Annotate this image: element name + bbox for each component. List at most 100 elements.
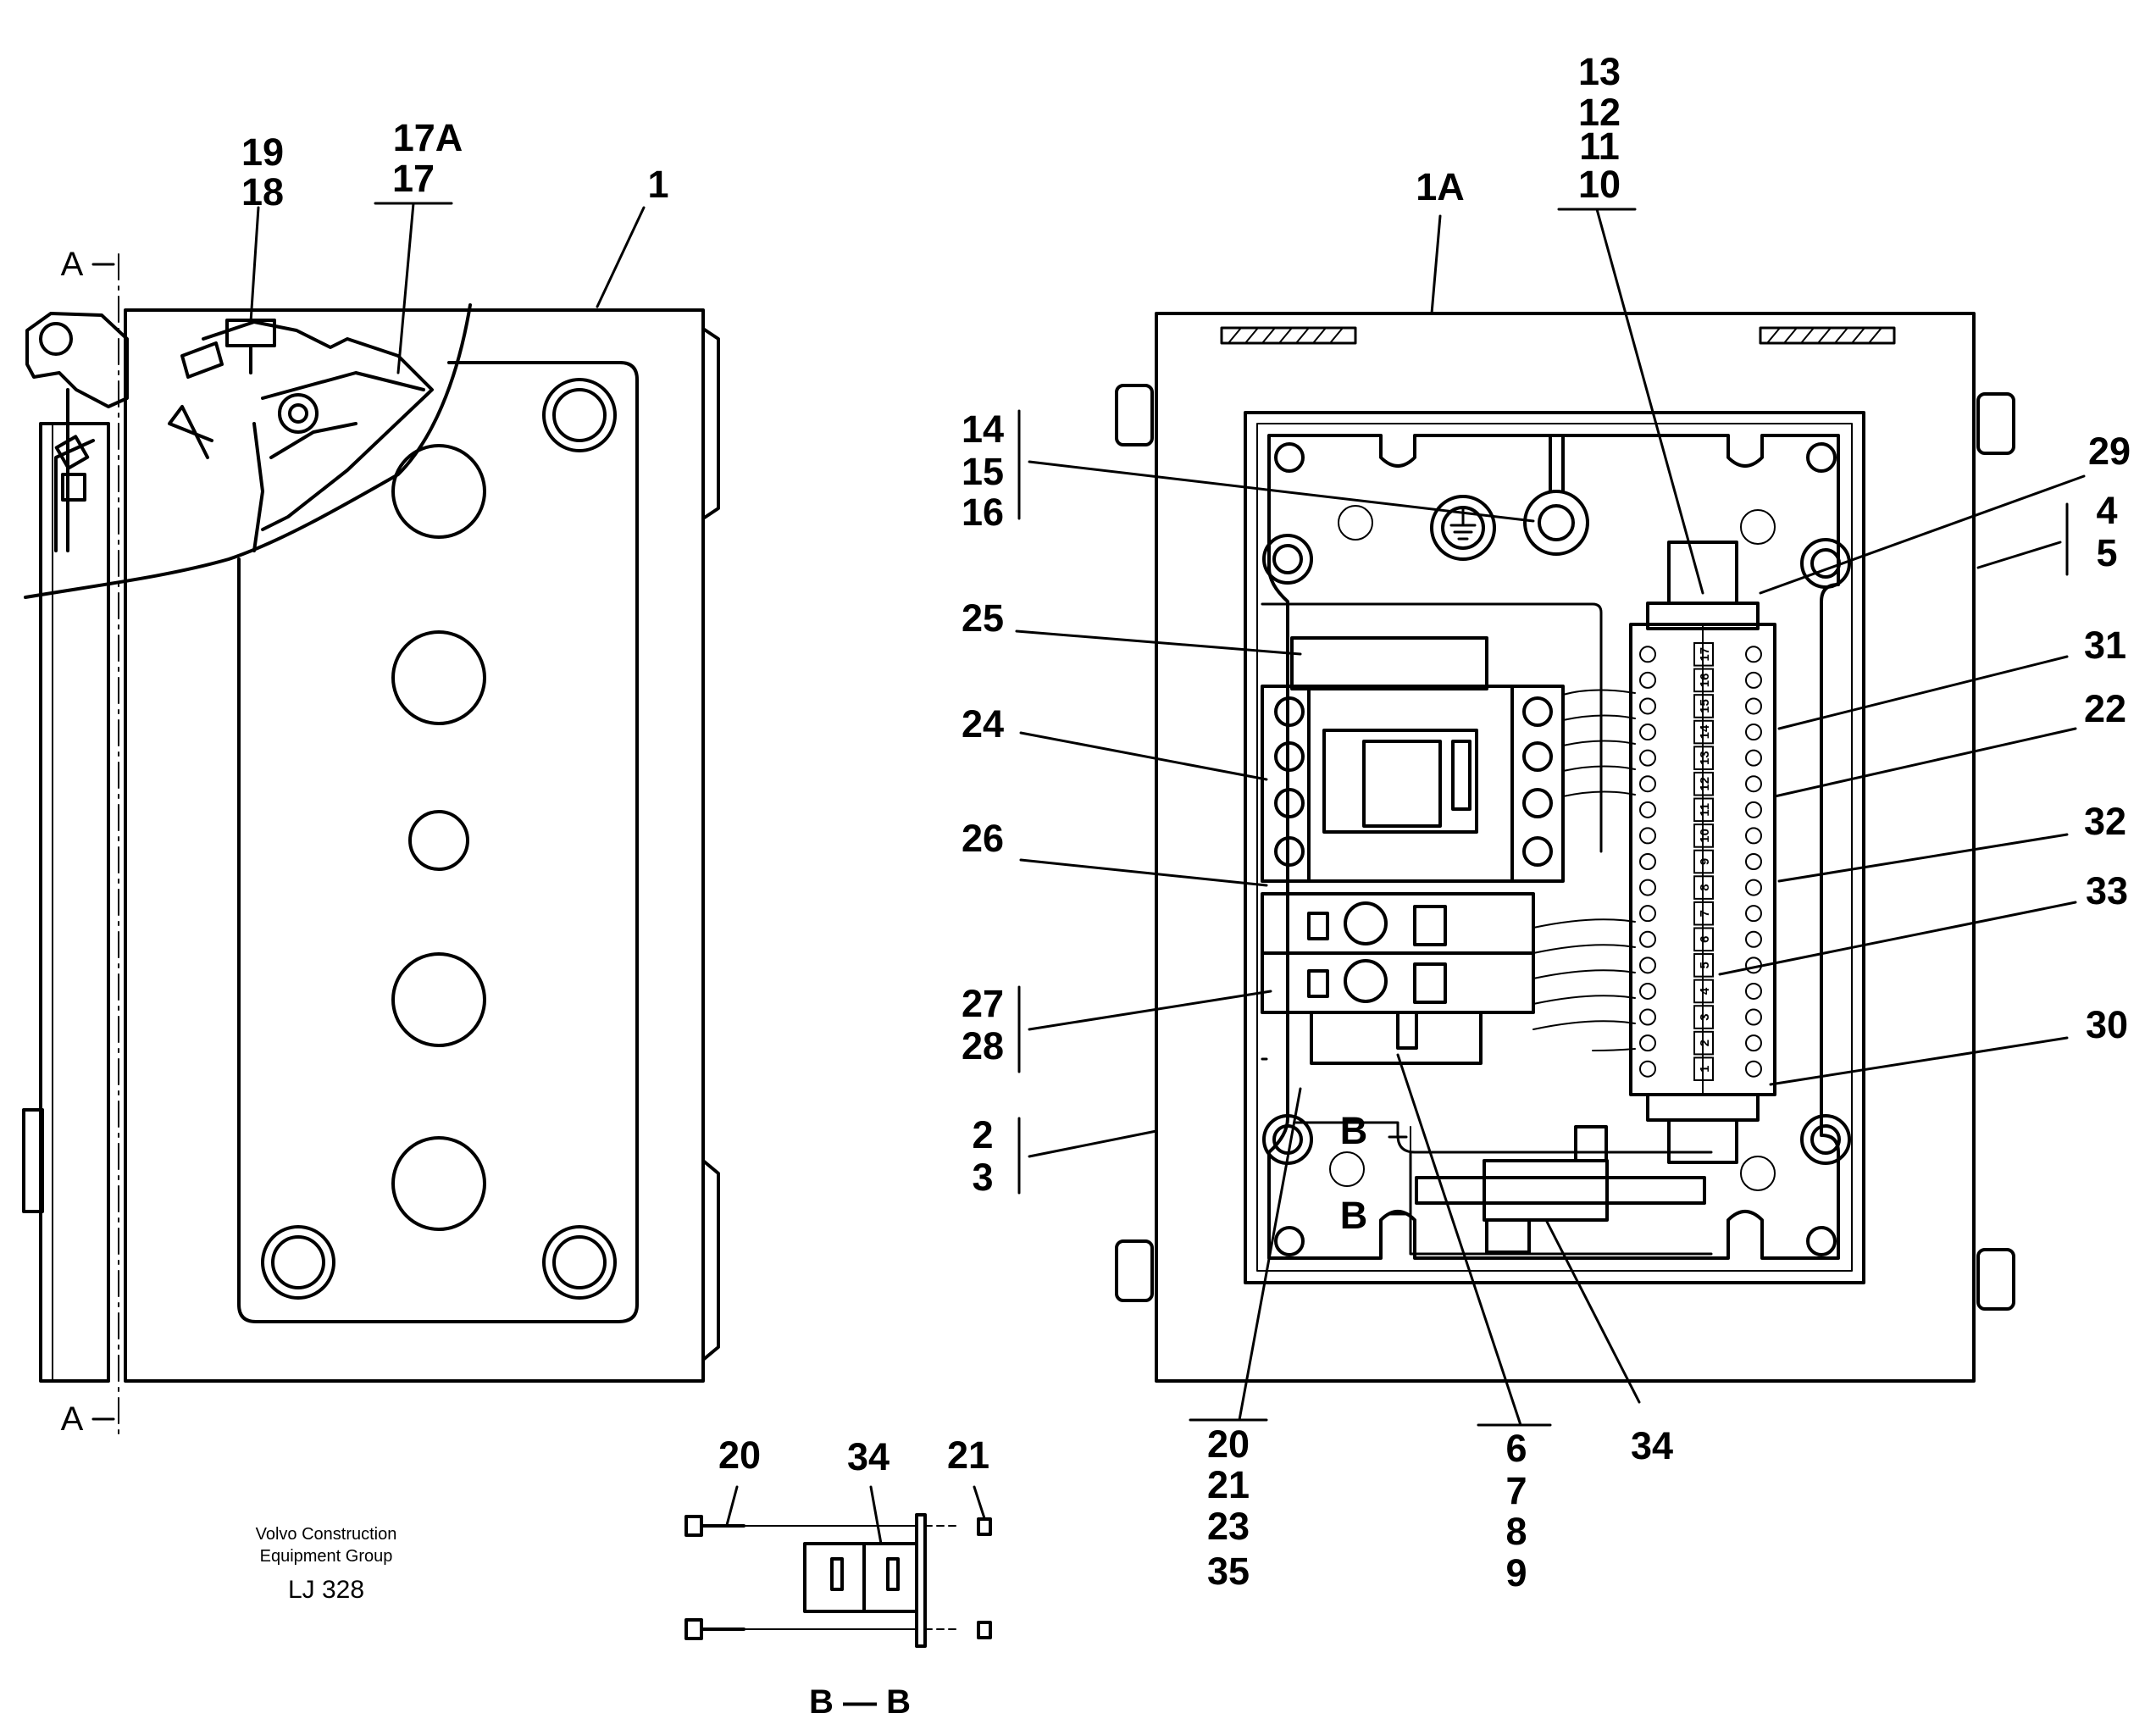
terminal-screw [1639, 905, 1656, 923]
terminal-screw [1745, 1008, 1762, 1026]
terminal-slot [1693, 901, 1714, 926]
section-b-bottom-label: B [1340, 1194, 1368, 1237]
plate-screw-l [1262, 534, 1313, 585]
plate-hole-br [1806, 1226, 1837, 1256]
latch-arm [202, 320, 434, 552]
leader-lines [249, 202, 2086, 1545]
terminal-number: 6 [1698, 936, 1712, 943]
plate-screw-r [1800, 538, 1851, 589]
section-a-bottom-label: A [61, 1400, 84, 1438]
side-bolt-tr [1976, 392, 2015, 455]
seal-block-1 [54, 435, 90, 470]
leader-1a [1430, 214, 1442, 315]
terminal-number: 4 [1698, 987, 1712, 995]
callout-11: 11 [1579, 125, 1620, 168]
contactor-screw-3 [1274, 788, 1305, 818]
callout-2: 2 [972, 1113, 993, 1156]
terminal-slot [1693, 927, 1714, 952]
callout-8: 8 [1505, 1510, 1527, 1553]
plate-hole-tr [1806, 442, 1837, 473]
terminal-screw [1639, 801, 1656, 818]
terminal-screw [1745, 853, 1762, 870]
terminal-screw [1639, 879, 1656, 896]
breaker-lever [1396, 1011, 1418, 1050]
breaker-knob-2 [1344, 959, 1388, 1003]
cover-hole-5 [391, 1136, 486, 1231]
callout-13: 13 [1578, 50, 1621, 93]
lid-lug [22, 1108, 44, 1213]
spring-clip [168, 341, 224, 459]
publisher-name-line-1: Volvo Construction [255, 1525, 397, 1544]
terminal-number: 9 [1698, 858, 1712, 865]
callout-9: 9 [1505, 1551, 1527, 1594]
callout-31: 31 [2084, 624, 2126, 667]
leader-22 [1773, 727, 2077, 798]
breaker-switch-2 [1307, 969, 1329, 998]
section-b-top-label: B [1340, 1109, 1368, 1152]
terminal-slot [1693, 823, 1714, 848]
callout-17: 17 [392, 157, 435, 200]
contactor-top [1290, 636, 1488, 690]
callout-35: 35 [1207, 1550, 1250, 1593]
bb-nut-top [977, 1517, 992, 1536]
contactor-screw-2 [1274, 741, 1305, 772]
relay-body [1483, 1159, 1609, 1222]
document-code: LJ 328 [287, 1576, 365, 1604]
callout-19: 19 [241, 130, 284, 174]
callout-30: 30 [2086, 1003, 2128, 1046]
callout-33: 33 [2086, 869, 2128, 912]
leader-bb21 [973, 1485, 986, 1520]
plate-screw-l-in [1272, 544, 1303, 574]
callout-5: 5 [2096, 531, 2117, 574]
ground-mark-4 [1740, 1156, 1776, 1191]
terminal-screw [1745, 671, 1762, 689]
bb-callout-21: 21 [947, 1433, 989, 1477]
terminal-number: 15 [1698, 699, 1712, 713]
leader-31 [1777, 655, 2069, 730]
hatch-lines-left [1228, 327, 1344, 344]
callout-15: 15 [962, 450, 1004, 493]
hinge-pin [39, 322, 73, 356]
callout-6: 6 [1505, 1427, 1527, 1470]
bb-callout-20: 20 [718, 1433, 761, 1477]
terminal-screw [1745, 724, 1762, 741]
terminal-screw [1639, 671, 1656, 689]
terminal-screw [1745, 1034, 1762, 1052]
terminal-slot [1693, 875, 1714, 900]
callout-1: 1 [647, 163, 668, 206]
contactor-screw-7 [1522, 788, 1553, 818]
latch-bolt [278, 393, 319, 434]
box-housing [124, 308, 705, 1383]
callout-22: 22 [2084, 687, 2126, 730]
cutaway-break-line [24, 303, 472, 599]
contactor-screw-1 [1274, 696, 1305, 727]
leader-30 [1769, 1036, 2069, 1086]
breaker-knob-1 [1344, 901, 1388, 945]
section-bb-detail [684, 1513, 992, 1648]
leader-19-18 [249, 206, 260, 324]
inner-wall [1244, 411, 1865, 1284]
callout-28: 28 [962, 1024, 1004, 1067]
publisher-name-line-2: Equipment Group [259, 1547, 393, 1566]
terminal-slot [1693, 953, 1714, 978]
hatched-strip-right [1759, 326, 1896, 345]
hinge-profile [25, 312, 129, 408]
seal-strip [54, 388, 95, 552]
terminal-slot [1693, 642, 1714, 667]
terminal-screw [1639, 853, 1656, 870]
corner-bolt-bl [261, 1225, 335, 1300]
section-a-top-label: A [61, 246, 84, 283]
leader-26 [1019, 858, 1268, 887]
leader-13-10 [1595, 208, 1704, 595]
callout-4: 4 [2096, 489, 2117, 532]
leader-2-3 [1028, 1129, 1158, 1158]
leader-17 [396, 202, 415, 374]
callout-14: 14 [962, 408, 1004, 451]
plate-hole-tl [1274, 442, 1305, 473]
terminal-number: 11 [1698, 803, 1712, 817]
cover-hole-3 [408, 810, 469, 871]
leader-29 [1759, 474, 2086, 595]
corner-bolt-tl [542, 378, 617, 452]
terminal-number: 10 [1698, 829, 1712, 843]
